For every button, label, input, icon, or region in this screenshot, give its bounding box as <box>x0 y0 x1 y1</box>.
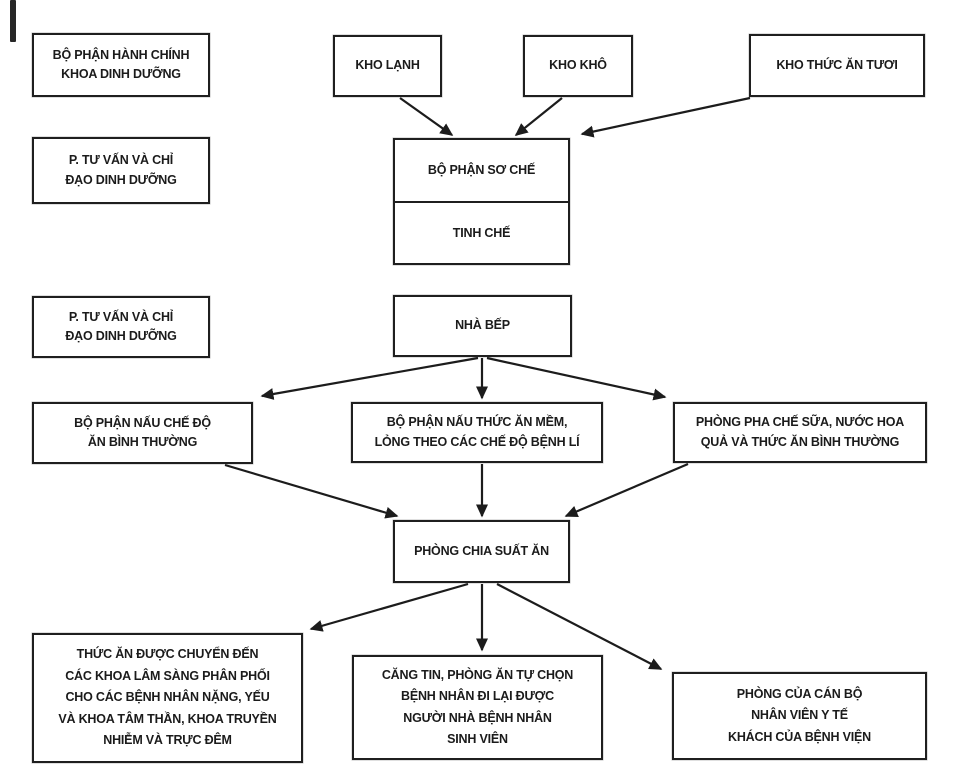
arrow-nha-bep-to-pha-che <box>486 356 667 401</box>
node-nha-bep: NHÀ BẾP <box>393 295 572 357</box>
arrow-nha-bep-to-nau-binh-thuong <box>260 356 479 400</box>
node-tu-van-chi-dao-2: P. TƯ VẤN VÀ CHỈ ĐẠO DINH DƯỠNG <box>32 296 210 358</box>
node-tu-van-chi-dao-1: P. TƯ VẤN VÀ CHỈ ĐẠO DINH DƯỠNG <box>32 137 210 204</box>
node-bo-phan-so-che: BỘ PHẬN SƠ CHẾ <box>427 163 536 178</box>
scan-artifact <box>10 0 16 42</box>
node-phong-pha-che: PHÒNG PHA CHẾ SỮA, NƯỚC HOA QUẢ VÀ THỨC … <box>673 402 927 463</box>
arrow-nau-binh-thuong-to-chia-suat <box>224 463 399 519</box>
arrow-kho-lanh-to-so-che <box>399 97 454 136</box>
node-phong-can-bo: PHÒNG CỦA CÁN BỘ NHÂN VIÊN Y TẾ KHÁCH CỦ… <box>672 672 927 760</box>
node-bo-phan-hanh-chinh: BỘ PHẬN HÀNH CHÍNH KHOA DINH DƯỠNG <box>32 33 210 97</box>
node-nau-binh-thuong: BỘ PHẬN NẤU CHẾ ĐỘ ĂN BÌNH THƯỜNG <box>32 402 253 464</box>
node-phong-chia-suat-an: PHÒNG CHIA SUẤT ĂN <box>393 520 570 583</box>
node-kho-thuc-an-tuoi: KHO THỨC ĂN TƯƠI <box>749 34 925 97</box>
node-tinh-che: TINH CHẾ <box>395 200 568 264</box>
node-so-che-tinh-che: BỘ PHẬN SƠ CHẾ TINH CHẾ <box>393 138 570 265</box>
node-nau-thuc-an-mem: BỘ PHẬN NẤU THỨC ĂN MỀM, LỎNG THEO CÁC C… <box>351 402 603 463</box>
arrow-pha-che-to-chia-suat <box>564 462 689 518</box>
node-kho-kho: KHO KHÔ <box>523 35 633 97</box>
node-kho-lanh: KHO LẠNH <box>333 35 442 97</box>
arrow-chia-suat-to-chuyen-den <box>309 582 469 632</box>
node-thuc-an-chuyen-den: THỨC ĂN ĐƯỢC CHUYỂN ĐẾN CÁC KHOA LÂM SÀN… <box>32 633 303 763</box>
arrow-kho-tuoi-to-so-che <box>580 96 751 138</box>
node-cang-tin: CĂNG TIN, PHÒNG ĂN TỰ CHỌN BỆNH NHÂN ĐI … <box>352 655 603 760</box>
arrow-kho-kho-to-so-che <box>514 97 563 136</box>
